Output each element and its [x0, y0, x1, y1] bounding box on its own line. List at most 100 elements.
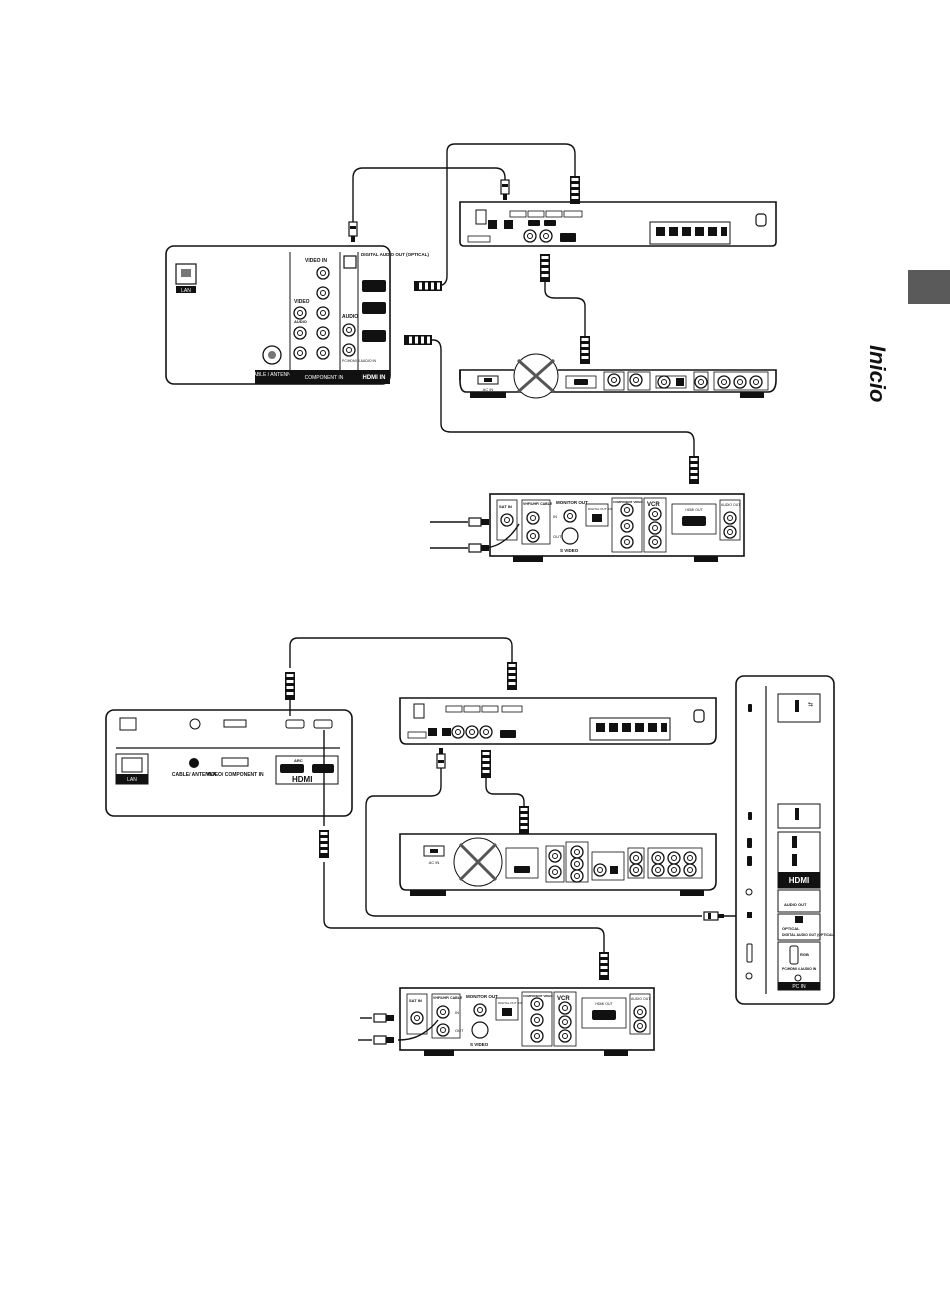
- component-in-label: COMPONENT IN: [305, 375, 344, 381]
- antenna-jack-icon: [436, 1023, 450, 1037]
- jack-icon: [733, 375, 747, 389]
- jack-icon: [293, 306, 307, 320]
- ac-inlet-icon: [484, 378, 492, 382]
- jack-icon: [629, 851, 643, 865]
- hdmi-port-icon: [500, 730, 516, 738]
- jack-icon: [620, 535, 634, 549]
- optical-plug-icon: [436, 748, 446, 769]
- video-label: VIDEO: [294, 299, 310, 305]
- optical-port-icon: [592, 514, 602, 522]
- hdmi-port-icon: [747, 838, 752, 848]
- hdmi-port-icon: [682, 516, 706, 526]
- jack-icon: [558, 1001, 572, 1015]
- antenna-jack-icon: [436, 1005, 450, 1019]
- disc-player-top: AC IN: [459, 310, 777, 399]
- av-receiver-bottom: [399, 697, 717, 745]
- cables-bottom: [289, 637, 736, 1041]
- antenna-jack-icon: [189, 758, 199, 768]
- jack-icon: [539, 229, 553, 243]
- connectors-top: [348, 176, 699, 553]
- jack-icon: [473, 1003, 487, 1017]
- jack-icon: [570, 845, 584, 859]
- jack-icon: [629, 373, 643, 387]
- vhf-uhf-cable-label: VHF/UHF/ CABLE: [523, 502, 553, 506]
- tv-side-panel: ⇆ HDMI AUDIO OUT OPTICAL DIGITAL AUDIO O…: [735, 675, 835, 1005]
- jack-icon: [563, 509, 577, 523]
- s-video-port-icon: [471, 1021, 489, 1039]
- optical-port-icon: [488, 220, 497, 229]
- antenna-jack-icon: [526, 529, 540, 543]
- hdmi-plug-icon: [519, 806, 529, 834]
- jack-icon: [316, 306, 330, 320]
- vhf-uhf-cable-label-bottom: VHF/UHF/ CABLE: [433, 996, 463, 1000]
- headphone-jack-icon: [745, 888, 753, 896]
- coax-plug-icon: [373, 1035, 394, 1045]
- usb-icon: ⇆: [808, 701, 813, 708]
- hdmi-plug-icon: [319, 830, 329, 858]
- jack-icon: [629, 863, 643, 877]
- hdmi-port-icon: [514, 866, 530, 873]
- optical-port-icon: [504, 220, 513, 229]
- component-video-out-label-bottom: COMPONENT VIDEO OUT: [523, 994, 560, 998]
- component-port-icon: [223, 719, 247, 728]
- hdmi-plug-icon: [599, 952, 609, 980]
- jack-icon: [648, 507, 662, 521]
- jack-icon: [530, 997, 544, 1011]
- audio-out-label: AUDIO OUT: [721, 503, 741, 507]
- diagram-top: LAN CABLE / ANTENNA VIDEO IN VIDEO AUDIO…: [165, 143, 777, 562]
- jack-icon: [316, 266, 330, 280]
- jack-icon: [651, 863, 665, 877]
- jack-icon: [316, 346, 330, 360]
- jack-icon: [570, 869, 584, 883]
- jack-icon: [667, 851, 681, 865]
- jack-icon: [316, 286, 330, 300]
- digital-audio-out-label-side: DIGITAL AUDIO OUT (OPTICAL): [782, 933, 835, 937]
- optical-port-icon: [502, 1008, 512, 1016]
- hdmi-port-icon: [313, 719, 333, 729]
- fan-icon: [513, 310, 559, 399]
- sat-in-label: SAT IN: [499, 504, 512, 509]
- power-inlet-icon: [755, 213, 767, 227]
- hdmi-port-icon: [592, 1010, 616, 1020]
- hdmi-plug-icon: [689, 456, 699, 484]
- hdmi-label-side: HDMI: [789, 876, 809, 885]
- jack-icon: [667, 863, 681, 877]
- hdmi-port-icon: [362, 330, 386, 342]
- jack-icon: [749, 375, 763, 389]
- optical-plug-icon: [348, 221, 358, 242]
- usb-port-icon: [748, 812, 752, 820]
- monitor-out-label-bottom: MONITOR OUT: [466, 994, 498, 999]
- optical-port-icon: [343, 255, 357, 269]
- arc-label-bottom: ARC: [294, 758, 303, 763]
- jack-icon: [342, 323, 356, 337]
- av-receiver-top: [459, 201, 777, 247]
- jack-icon: [342, 343, 356, 357]
- power-inlet-icon: [693, 709, 705, 723]
- jack-icon: [683, 863, 697, 877]
- antenna-jack-icon: [526, 511, 540, 525]
- pc-hdmi-audio-in-label: PC/HDMI 4 AUDIO IN: [342, 359, 377, 363]
- antenna-jack-icon: [189, 718, 201, 730]
- ac-in-label-bottom: AC IN: [429, 860, 440, 865]
- hdmi-port-icon: [528, 220, 540, 226]
- hdmi-port-icon: [747, 856, 752, 866]
- hdmi-in-label: HDMI IN: [363, 375, 386, 381]
- tv-panel-top: LAN CABLE / ANTENNA VIDEO IN VIDEO AUDIO…: [165, 245, 429, 385]
- in-label-bottom: IN: [455, 1010, 459, 1015]
- jack-icon: [593, 863, 607, 877]
- hdmi-plug-icon: [481, 750, 491, 778]
- jack-icon: [683, 851, 697, 865]
- hdmi-port-icon: [544, 220, 556, 226]
- jack-icon: [479, 725, 493, 739]
- usb-port-icon: [748, 704, 752, 712]
- vcr-label-bottom: VCR: [557, 996, 570, 1002]
- hdmi-plug-icon: [285, 672, 295, 700]
- audio-out-label-side: AUDIO OUT: [784, 902, 807, 907]
- jack-icon: [548, 849, 562, 863]
- jack-icon: [465, 725, 479, 739]
- pc-in-label: PC IN: [792, 984, 806, 990]
- jack-icon: [523, 229, 537, 243]
- optical-port-icon: [428, 728, 437, 736]
- cable-antenna-label: CABLE / ANTENNA: [250, 372, 295, 378]
- antenna-jack-icon: [410, 1011, 424, 1025]
